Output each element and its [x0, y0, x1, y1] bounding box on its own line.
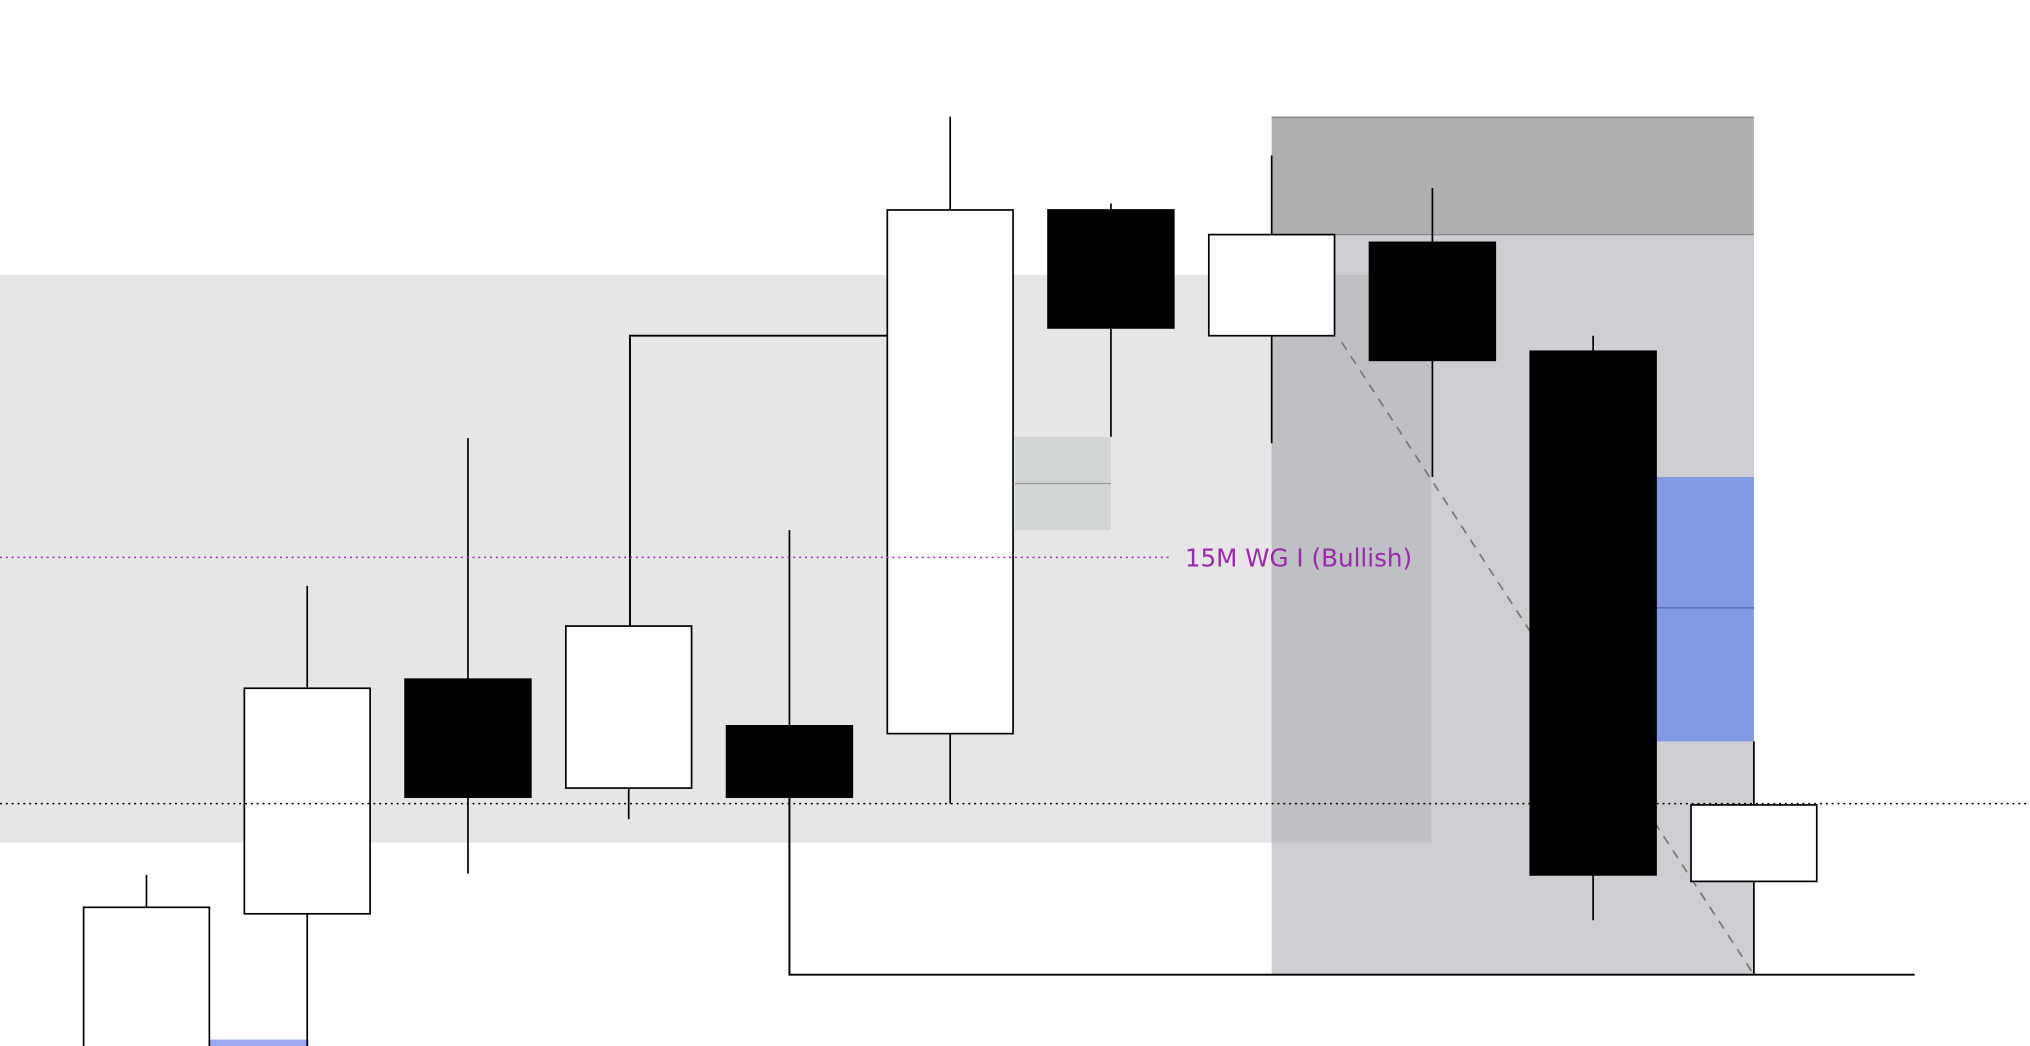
bearish-candle[interactable]: [725, 530, 854, 798]
candle-body: [1047, 209, 1175, 329]
candle-body: [725, 725, 854, 798]
range-zone-light: [0, 274, 1432, 843]
gray-zone-overlap: [1271, 274, 1432, 843]
bullish-candle[interactable]: [243, 585, 371, 1046]
bearish-candle[interactable]: [1529, 335, 1657, 921]
candle-body: [82, 906, 211, 1046]
candle-body: [1529, 350, 1657, 876]
bullish-candle[interactable]: [886, 116, 1014, 804]
blue-zone-small: [210, 1039, 309, 1046]
wg-level-label: 15M WG I (Bullish): [1185, 543, 1412, 572]
bullish-candle[interactable]: [1690, 741, 1818, 975]
gray-zone-top: [1271, 116, 1754, 235]
candle-body: [404, 678, 532, 798]
candle-body: [1690, 804, 1818, 883]
candle-body: [1207, 233, 1336, 337]
bullish-candle[interactable]: [82, 874, 211, 1046]
candle-body: [243, 687, 371, 915]
bullish-candle[interactable]: [1207, 155, 1336, 444]
bearish-candle[interactable]: [1047, 203, 1175, 437]
blue-zone: [1656, 476, 1754, 742]
candle-body: [564, 625, 693, 789]
bullish-candle[interactable]: [564, 625, 693, 820]
structure-line-high: [629, 334, 888, 627]
bearish-candle[interactable]: [404, 438, 532, 874]
candle-body: [1368, 241, 1497, 362]
bearish-candle[interactable]: [1368, 187, 1497, 477]
structure-line-low: [788, 797, 1915, 976]
candle-body: [886, 209, 1014, 735]
